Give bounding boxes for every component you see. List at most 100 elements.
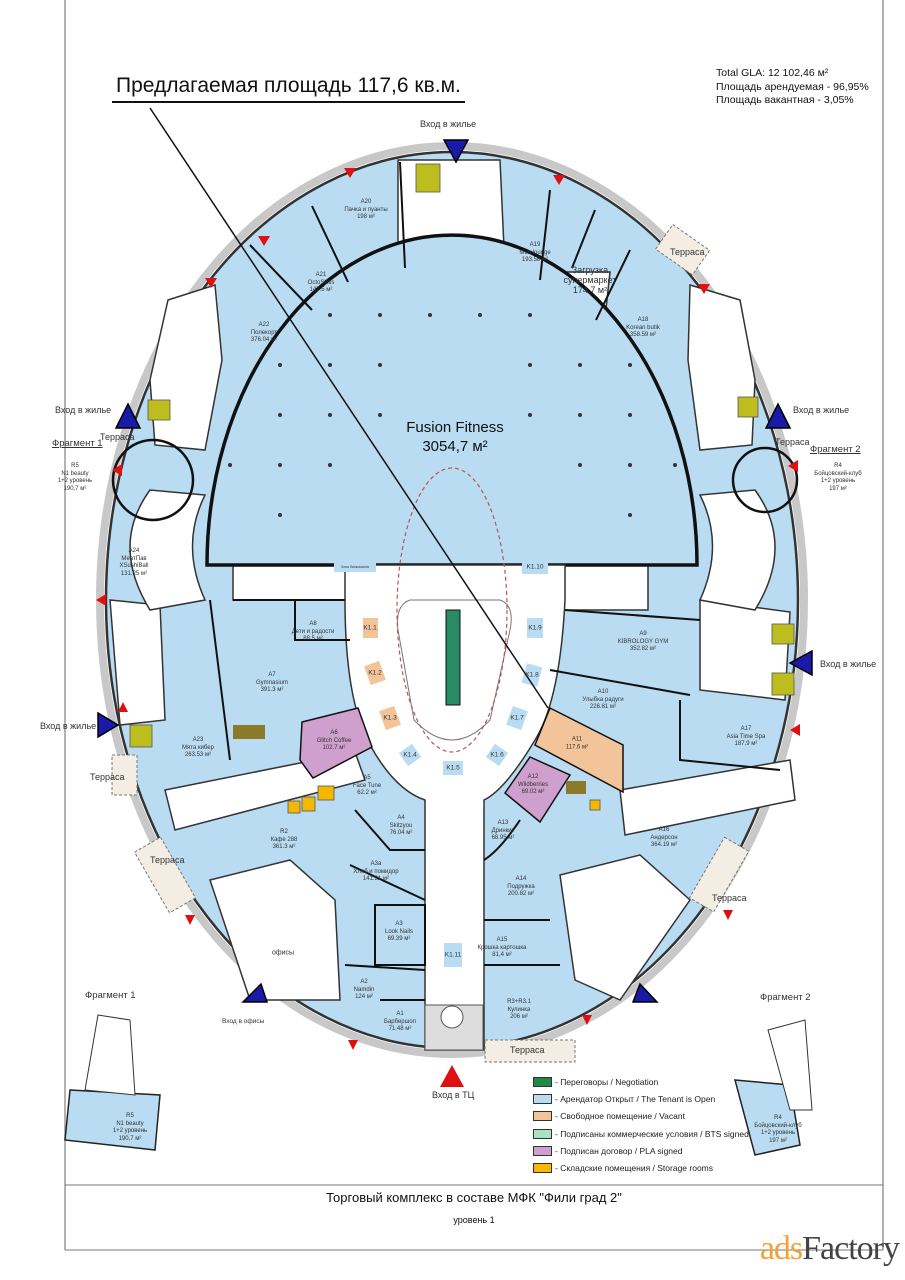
fragment-2-drawing	[733, 1019, 813, 1156]
kiosk-k1-4[interactable]: K1.4	[403, 751, 417, 759]
kiosk-k1-2[interactable]: K1.2	[368, 669, 382, 677]
entrance-residential-right: Вход в жилье	[793, 405, 850, 415]
legend-label: - Арендатор Открыт / The Tenant is Open	[555, 1093, 716, 1104]
legend-item-pla: - Подписан договор / PLA signed	[533, 1142, 749, 1159]
kiosk-k1-5[interactable]: K1.5	[446, 764, 460, 772]
leased-share: Площадь арендуемая - 96,95%	[716, 80, 869, 93]
kiosk-k1-8[interactable]: K1.8	[525, 671, 539, 679]
fragment-1-title: Фрагмент 1	[85, 990, 136, 1001]
storage-dark	[233, 725, 586, 794]
fragment-2-marker	[731, 446, 799, 514]
legend-swatch	[533, 1163, 552, 1174]
residential-lobbies	[129, 163, 795, 748]
unit-walls	[209, 161, 781, 1001]
kiosk-k1-11[interactable]: K1.11	[444, 951, 462, 959]
entrance-residential-right-mid: Вход в жилье	[820, 659, 877, 669]
terrace-label: Терраса	[150, 855, 185, 865]
unit-a11-shape[interactable]	[534, 706, 624, 794]
legend-label: - Складские помещения / Storage rooms	[555, 1163, 714, 1174]
legend-item-negotiation: - Переговоры / Negotiation	[533, 1073, 749, 1090]
storage-rooms	[287, 785, 601, 814]
legend-item-open: - Арендатор Открыт / The Tenant is Open	[533, 1090, 749, 1107]
legend-label: - Подписан договор / PLA signed	[555, 1145, 683, 1156]
footer-subtitle: уровень 1	[453, 1215, 495, 1225]
legend-label: - Переговоры / Negotiation	[555, 1076, 659, 1087]
legend-label: - Подписаны коммерческие условия / BTS s…	[555, 1128, 749, 1139]
legend-item-storage: - Складские помещения / Storage rooms	[533, 1159, 749, 1176]
legend-item-vacant: - Свободное помещение / Vacant	[533, 1108, 749, 1125]
terrace-label: Терраса	[100, 432, 135, 442]
fusion-fitness-area[interactable]	[205, 233, 699, 567]
offer-pointer-line	[149, 107, 549, 709]
legend-label: - Свободное помещение / Vacant	[555, 1111, 685, 1122]
kiosk-k1-3[interactable]: K1.3	[383, 714, 397, 722]
legend-swatch	[533, 1111, 552, 1122]
unit-fusion-fitness[interactable]: Fusion Fitness 3054,7 м²	[406, 418, 504, 456]
terrace-label: Терраса	[775, 437, 810, 447]
kiosk-k1-7[interactable]: K1.7	[510, 714, 524, 722]
fitness-projection-outline	[396, 467, 508, 753]
unit-a6-shape[interactable]	[299, 707, 373, 779]
legend-swatch	[533, 1128, 552, 1139]
service-area-right	[559, 854, 691, 1001]
footer-title: Торговый комплекс в составе МФК "Фили гр…	[326, 1190, 622, 1205]
terrace-label: Терраса	[670, 247, 705, 257]
unit-name: Fusion Fitness	[406, 419, 504, 436]
corridor-right	[619, 759, 796, 836]
fragment-1-callout: Фрагмент 1	[52, 438, 103, 449]
column-grid	[228, 313, 677, 517]
kiosk-k1-10[interactable]: K1.10	[526, 563, 544, 571]
kiosk-k1-1[interactable]: K1.1	[363, 624, 377, 632]
kiosks	[334, 560, 548, 967]
entrance-icons[interactable]	[97, 139, 813, 1087]
kiosk-k1-6[interactable]: K1.6	[490, 751, 504, 759]
vacant-share: Площадь вакантная - 3,05%	[716, 94, 854, 106]
emergency-exit-icons	[96, 168, 800, 1050]
terraces	[111, 223, 750, 1063]
legend-swatch	[533, 1093, 552, 1104]
unit-a12-shape[interactable]	[503, 756, 572, 824]
entrance-residential-left: Вход в жилье	[55, 405, 112, 415]
watermark-part: ads	[759, 1230, 803, 1267]
fragment-2-callout: Фрагмент 2	[810, 444, 861, 455]
legend-item-bts: - Подписаны коммерческие условия / BTS s…	[533, 1125, 749, 1142]
legend-swatch	[533, 1076, 552, 1087]
kiosk-k1-9[interactable]: K1.9	[528, 624, 542, 632]
terrace-label: Терраса	[90, 772, 125, 782]
revolving-door	[440, 1005, 464, 1029]
entrance-mall: Вход в ТЦ	[432, 1090, 475, 1100]
area-stats: Total GLA: 12 102,46 м² Площадь арендуем…	[716, 67, 869, 108]
